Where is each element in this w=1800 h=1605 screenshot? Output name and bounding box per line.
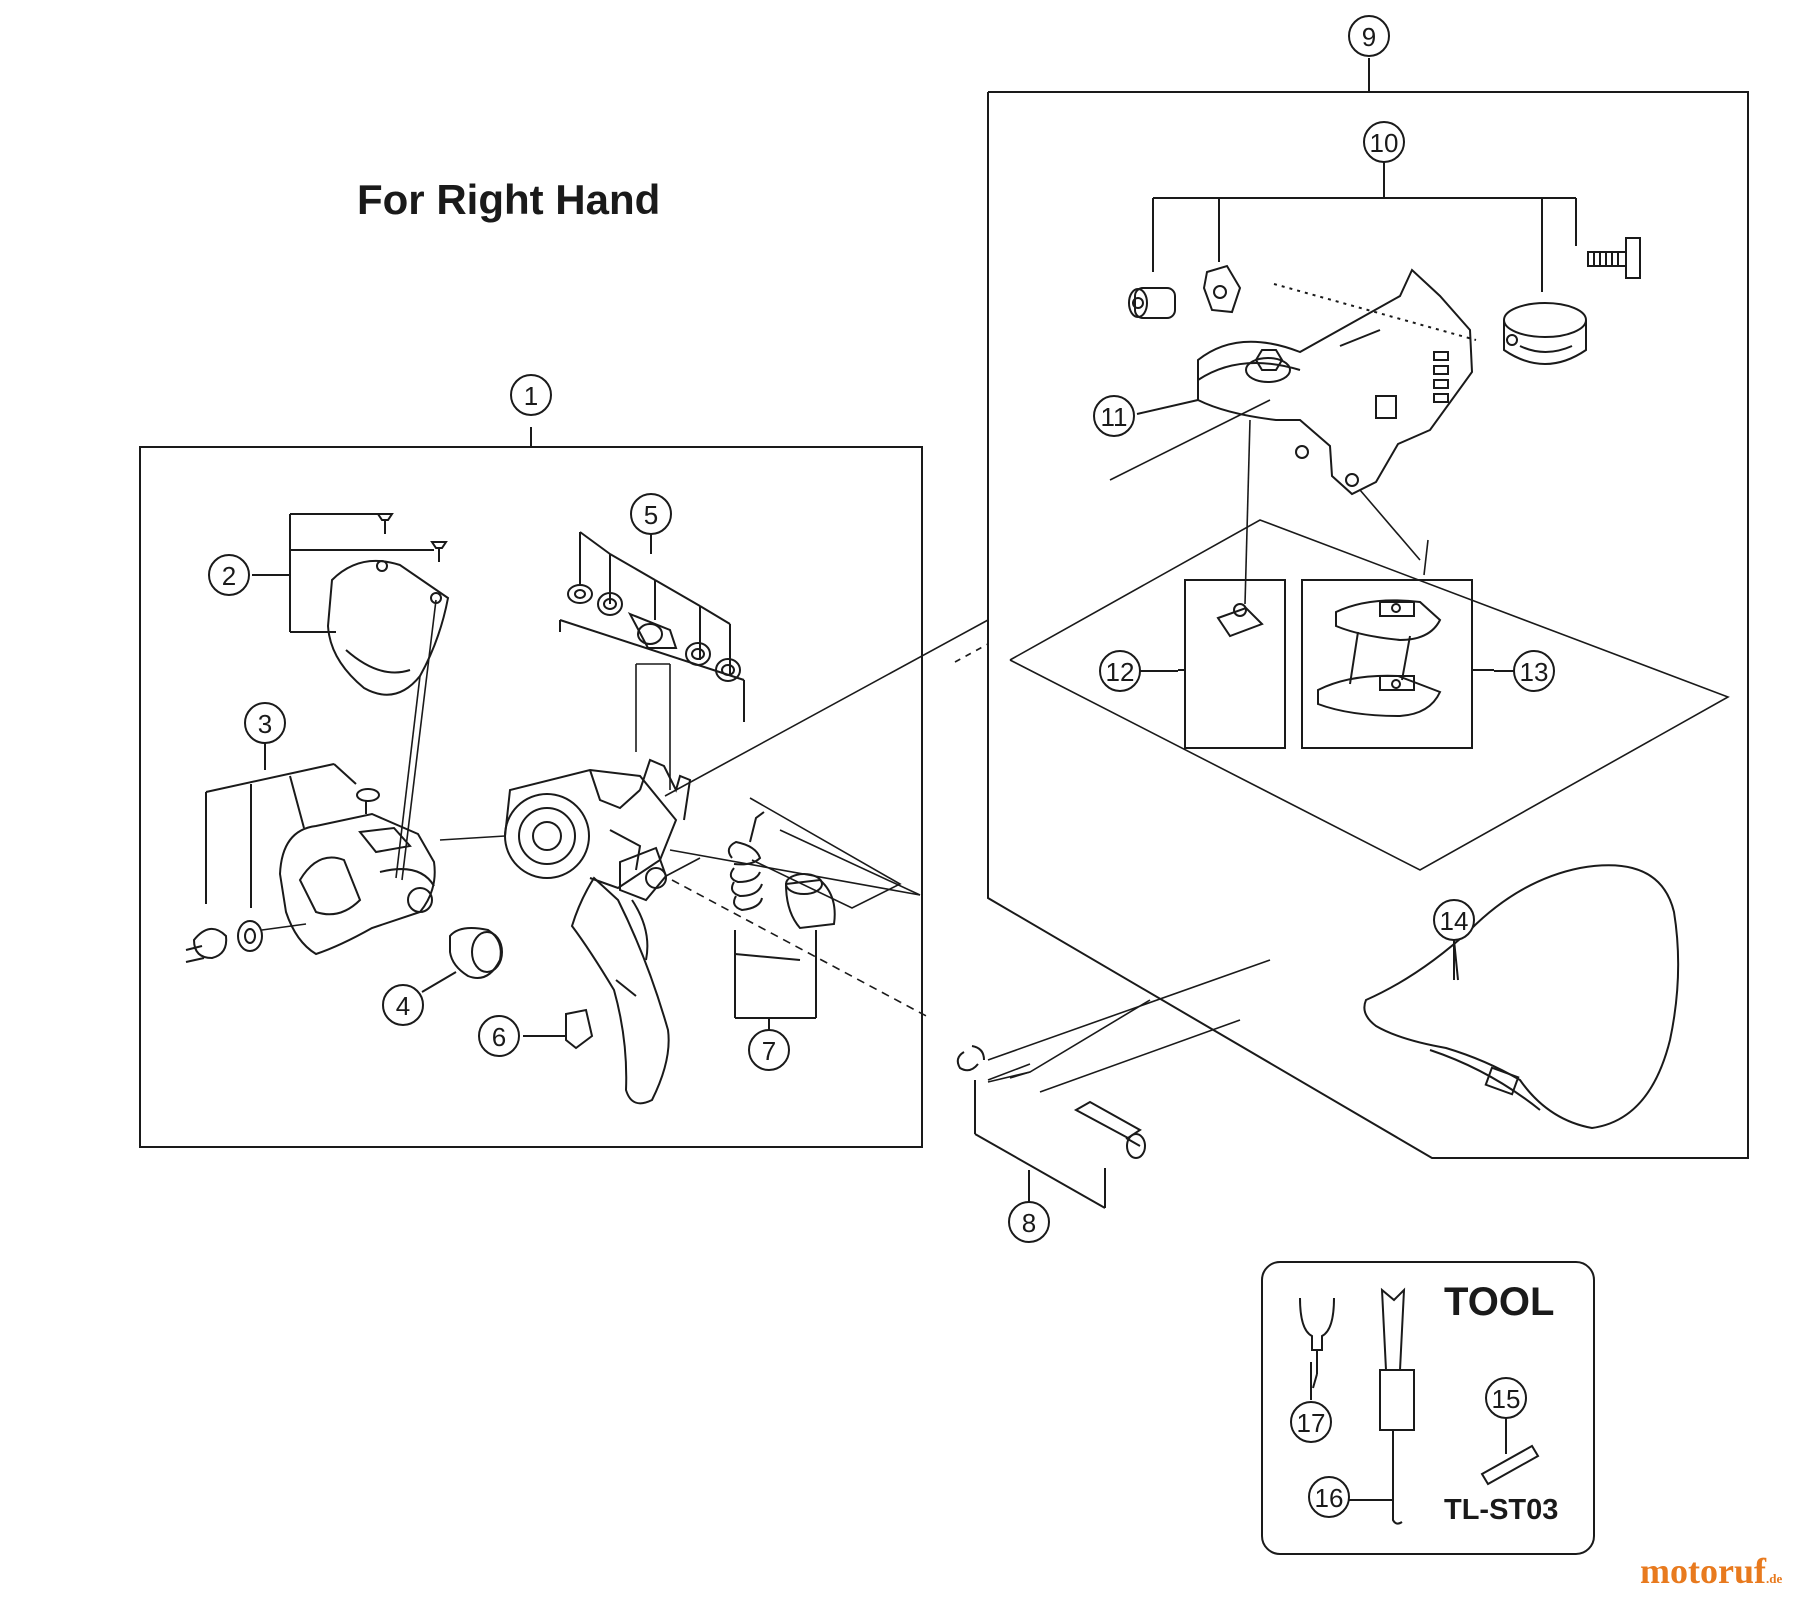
brand-watermark: motoruf.de xyxy=(1640,1550,1782,1592)
brand-tld: .de xyxy=(1765,1571,1783,1586)
callout-15-label: 15 xyxy=(1492,1384,1521,1414)
callout-8 xyxy=(1008,1201,1050,1243)
callout-2 xyxy=(208,554,250,596)
group-9-frame xyxy=(987,91,1749,1159)
plate-part xyxy=(1202,264,1242,314)
callout-10-label: 10 xyxy=(1370,128,1399,158)
small-plate-part xyxy=(1216,603,1264,638)
callout-16-label: 16 xyxy=(1315,1483,1344,1513)
sub-box-13 xyxy=(1301,579,1473,749)
clamp-bolt-part xyxy=(1587,237,1641,279)
screw-3-part xyxy=(356,788,380,814)
callout-6-label: 6 xyxy=(492,1022,506,1052)
brand-name: motoruf xyxy=(1640,1551,1766,1591)
callout-7-label: 7 xyxy=(762,1036,776,1066)
callout-4-label: 4 xyxy=(396,991,410,1021)
callout-9 xyxy=(1348,15,1390,57)
callout-12-label: 12 xyxy=(1106,657,1135,687)
callout-3-label: 3 xyxy=(258,709,272,739)
leader-11 xyxy=(1136,399,1199,415)
callout-3 xyxy=(244,702,286,744)
cable-tool-icon xyxy=(1379,1287,1415,1525)
pin-tool-icon xyxy=(1480,1444,1540,1486)
callout-6 xyxy=(478,1015,520,1057)
callout-14-label: 14 xyxy=(1440,906,1469,936)
sub-box-12 xyxy=(1184,579,1286,749)
small-screw-part xyxy=(376,513,448,562)
seal-pad-part xyxy=(1317,599,1442,718)
return-spring-part xyxy=(727,811,765,912)
callout-15 xyxy=(1485,1377,1527,1419)
pivot-pin-part xyxy=(1073,1100,1146,1159)
hood-cover-part xyxy=(1363,864,1680,1130)
end-cap-part xyxy=(1128,287,1176,319)
diagram-title: For Right Hand xyxy=(357,176,661,223)
callout-1-label: 1 xyxy=(524,381,538,411)
callout-17 xyxy=(1290,1401,1332,1443)
callout-8-label: 8 xyxy=(1022,1208,1036,1238)
lock-ring-part xyxy=(185,928,228,963)
callout-10 xyxy=(1363,121,1405,163)
cable-clip-part xyxy=(565,1008,594,1050)
tool-heading: TOOL xyxy=(1444,1280,1555,1324)
bracket-body-part xyxy=(1197,268,1474,496)
callout-1 xyxy=(510,374,552,416)
callout-16 xyxy=(1308,1476,1350,1518)
callout-7 xyxy=(748,1029,790,1071)
brake-lever-part xyxy=(570,876,670,1105)
clamp-band-part xyxy=(1503,302,1587,365)
tool-box xyxy=(1261,1261,1595,1555)
callout-5 xyxy=(630,493,672,535)
callout-9-label: 9 xyxy=(1362,22,1376,52)
callout-13-label: 13 xyxy=(1520,657,1549,687)
callout-4 xyxy=(382,984,424,1026)
callout-17-label: 17 xyxy=(1297,1408,1326,1438)
fork-tool-icon xyxy=(1299,1297,1335,1389)
callout-11-label: 11 xyxy=(1101,402,1128,432)
callout-2-label: 2 xyxy=(222,561,236,591)
shaft-washer-part xyxy=(567,584,741,682)
top-cover-part xyxy=(326,559,450,696)
spring-bushing-part xyxy=(784,873,836,930)
tool-code: TL-ST03 xyxy=(1444,1494,1559,1526)
base-body-part xyxy=(278,812,436,956)
group-9-plane xyxy=(1009,519,1730,871)
callout-11 xyxy=(1093,395,1135,437)
callout-5-label: 5 xyxy=(644,500,658,530)
bushing-part xyxy=(449,927,503,979)
washer-part xyxy=(237,920,263,952)
e-ring-part xyxy=(956,1045,985,1072)
lever-pivot-part xyxy=(619,758,692,902)
